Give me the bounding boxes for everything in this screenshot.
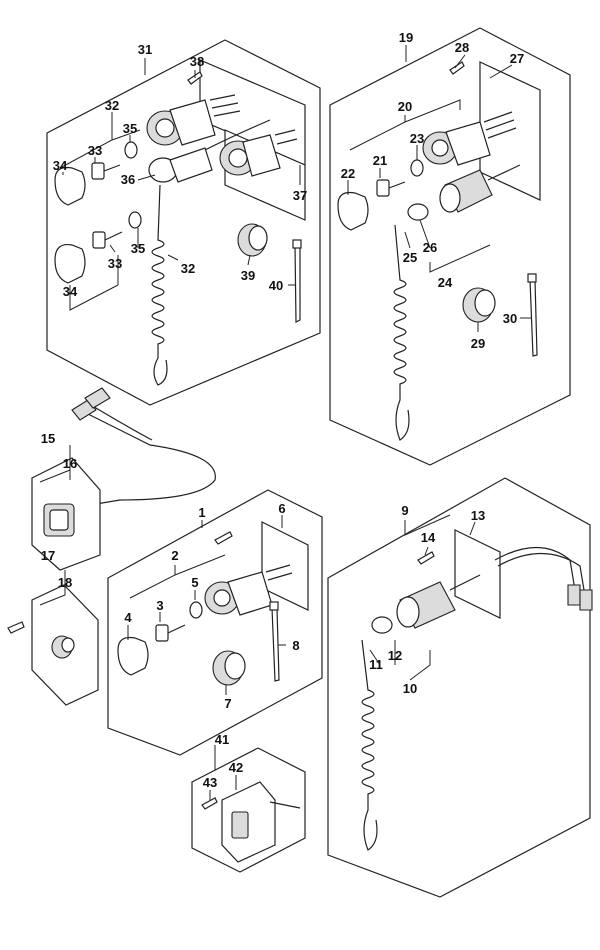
callout-32-lower: 32 [181, 261, 195, 276]
callout-27: 27 [510, 51, 524, 66]
callout-35-upper: 35 [123, 121, 137, 136]
screw-14 [417, 551, 435, 565]
callout-21: 21 [373, 153, 387, 168]
callout-5: 5 [191, 575, 198, 590]
callout-33-lower: 33 [108, 256, 122, 271]
assembly-box-31 [46, 39, 321, 406]
callout-7: 7 [224, 696, 231, 711]
assembly-box-19 [329, 27, 571, 466]
mounting-plate-13 [454, 529, 501, 619]
stop-switch-36 [148, 119, 271, 183]
key-21 [376, 179, 406, 197]
screw-1 [214, 531, 233, 545]
callout-28: 28 [455, 40, 469, 55]
callout-1: 1 [198, 505, 205, 520]
main-switch-2 [204, 564, 293, 616]
stop-switch-24 [439, 164, 521, 213]
callout-43: 43 [203, 775, 217, 790]
callout-6: 6 [278, 501, 285, 516]
callout-4: 4 [124, 610, 132, 625]
callout-33-upper: 33 [88, 143, 102, 158]
plug-29 [462, 287, 496, 323]
callout-9: 9 [401, 503, 408, 518]
cable-tie-30 [527, 273, 538, 357]
assembly-box-1 [107, 489, 323, 756]
harness-15 [71, 387, 216, 506]
cable-tie-8 [269, 601, 280, 682]
callout-32-upper: 32 [105, 98, 119, 113]
callout-31: 31 [138, 42, 152, 57]
main-switch-lower [219, 129, 298, 177]
screw-43 [201, 797, 218, 810]
ring-5 [189, 601, 203, 619]
switch-16 [43, 503, 75, 537]
callout-25: 25 [403, 250, 417, 265]
callout-37: 37 [293, 188, 307, 203]
callout-16: 16 [63, 456, 77, 471]
harness-13 [494, 546, 593, 611]
key-cap-22 [337, 191, 369, 231]
nut-26 [407, 203, 429, 221]
lanyard-cord-11 [361, 639, 378, 851]
plug-7 [212, 650, 246, 686]
nut-12 [371, 616, 393, 634]
callout-41: 41 [215, 732, 229, 747]
screw-17 [7, 621, 25, 634]
callout-14: 14 [421, 530, 436, 545]
plug-39 [237, 223, 268, 257]
main-switch-upper [146, 94, 241, 146]
callout-3: 3 [156, 598, 163, 613]
callout-10: 10 [403, 681, 417, 696]
callout-35-lower: 35 [131, 241, 145, 256]
callout-12: 12 [388, 648, 402, 663]
callout-38: 38 [190, 54, 204, 69]
leader-lines [39, 45, 532, 800]
callout-39: 39 [241, 268, 255, 283]
callout-18: 18 [58, 575, 72, 590]
callout-23: 23 [410, 131, 424, 146]
cable-tie-40 [292, 239, 302, 323]
switch-42 [221, 781, 301, 863]
assembly-box-41 [191, 747, 306, 873]
key-3 [155, 624, 186, 642]
lanyard-cord-25 [393, 224, 410, 441]
callout-42: 42 [229, 760, 243, 775]
callout-34-upper: 34 [53, 158, 68, 173]
choke-knob-18 [51, 635, 75, 659]
key-cap-34-lower [54, 243, 86, 284]
key-cap-34-upper [54, 166, 86, 206]
assembly-box-9 [327, 477, 591, 898]
key-cap-4 [117, 636, 149, 676]
stop-switch-12 [396, 574, 481, 629]
callout-15: 15 [41, 431, 55, 446]
callout-36: 36 [121, 172, 135, 187]
callout-19: 19 [399, 30, 413, 45]
callout-13: 13 [471, 508, 485, 523]
callout-labels: 31 38 32 35 33 34 36 37 35 33 32 39 40 3… [41, 30, 524, 790]
ring-35-lower [128, 211, 142, 229]
callout-30: 30 [503, 311, 517, 326]
callout-34-lower: 34 [63, 284, 78, 299]
callout-40: 40 [269, 278, 283, 293]
callout-2: 2 [171, 548, 178, 563]
callout-20: 20 [398, 99, 412, 114]
main-switch-20 [422, 111, 517, 166]
callout-17: 17 [41, 548, 55, 563]
key-33-lower [92, 231, 123, 249]
callout-29: 29 [471, 336, 485, 351]
key-33-upper [91, 162, 121, 180]
lanyard-cord-32 [151, 184, 168, 386]
screw-28 [449, 61, 465, 75]
ring-23 [410, 159, 424, 177]
callout-11: 11 [369, 657, 383, 672]
callout-26: 26 [423, 240, 437, 255]
callout-24: 24 [438, 275, 453, 290]
ring-35-upper [124, 141, 138, 159]
callout-22: 22 [341, 166, 355, 181]
callout-8: 8 [292, 638, 299, 653]
